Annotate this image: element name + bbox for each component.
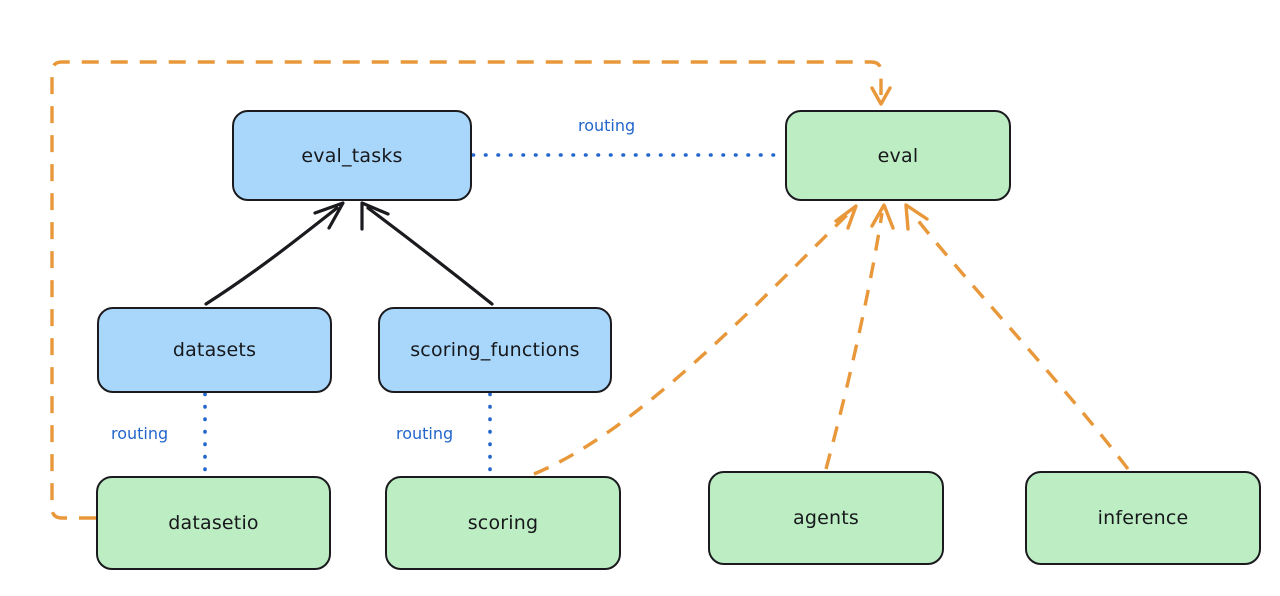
edge-label-routing-eval-tasks: routing	[578, 116, 636, 135]
node-eval-label: eval	[877, 144, 919, 167]
node-eval[interactable]: eval	[785, 110, 1011, 201]
node-datasetio[interactable]: datasetio	[96, 476, 331, 570]
node-eval-tasks[interactable]: eval_tasks	[232, 110, 472, 201]
edge-scoring-to-eval	[533, 204, 858, 476]
edge-datasets-to-eval-tasks	[204, 201, 345, 306]
node-scoring-functions[interactable]: scoring_functions	[378, 307, 612, 393]
node-scoring-functions-label: scoring_functions	[410, 339, 580, 361]
node-inference[interactable]: inference	[1025, 471, 1261, 565]
node-datasets[interactable]: datasets	[97, 307, 332, 393]
edge-label-routing-datasets: routing	[111, 424, 169, 443]
node-agents-label: agents	[793, 507, 859, 529]
node-eval-tasks-label: eval_tasks	[301, 144, 403, 167]
node-scoring-label: scoring	[467, 512, 539, 534]
node-inference-label: inference	[1097, 507, 1189, 529]
edge-scoring-functions-to-eval-tasks	[360, 201, 494, 306]
node-datasetio-label: datasetio	[168, 512, 259, 534]
node-scoring[interactable]: scoring	[385, 476, 621, 570]
edge-datasetio-to-eval	[50, 60, 892, 520]
node-agents[interactable]: agents	[708, 471, 944, 565]
edge-label-routing-scoring-functions: routing	[396, 424, 454, 443]
node-datasets-label: datasets	[172, 339, 257, 361]
edge-inference-to-eval	[904, 203, 1130, 471]
edge-agents-to-eval	[824, 203, 895, 470]
